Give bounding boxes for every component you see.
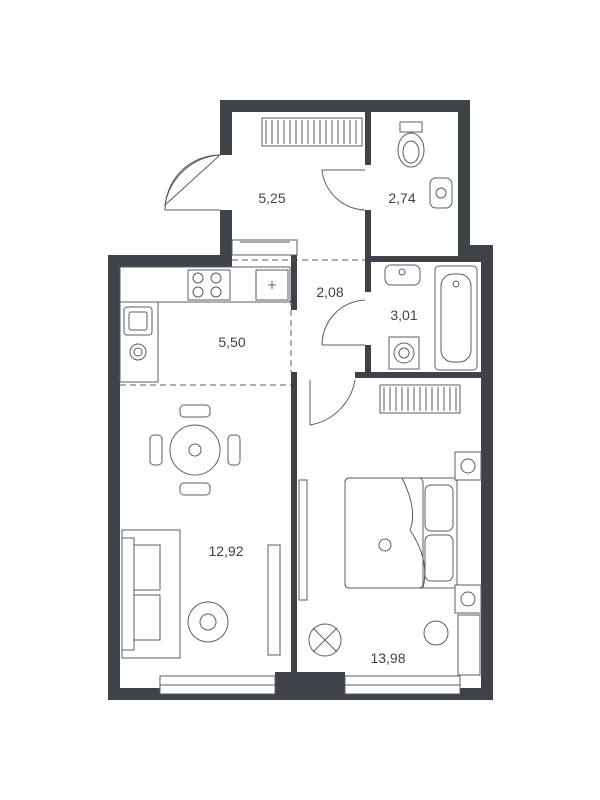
bathtub-icon xyxy=(434,265,478,371)
wardrobe-icon xyxy=(231,117,363,256)
coffee-table-icon xyxy=(187,601,229,643)
dining-table-icon xyxy=(149,404,241,496)
area-label-hall: 5,25 xyxy=(258,190,285,206)
area-label-corridor: 2,08 xyxy=(316,284,343,300)
sofa-icon xyxy=(121,529,181,659)
area-label-wc: 2,74 xyxy=(388,190,415,206)
toilet-icon xyxy=(397,121,425,168)
bed-icon xyxy=(344,477,458,589)
desk-icon xyxy=(423,614,481,676)
kitchen-counter xyxy=(119,266,291,383)
bedroom-tv-stand xyxy=(298,479,308,601)
bedroom-wardrobe xyxy=(379,384,461,414)
area-label-living: 12,92 xyxy=(208,543,243,559)
area-labels: 5,25 2,74 2,08 3,01 5,50 12,92 13,98 xyxy=(208,190,417,666)
nightstand-icon xyxy=(454,451,482,614)
fridge-icon xyxy=(255,269,289,301)
tv-stand-icon xyxy=(267,544,281,656)
kitchen-sink-icon xyxy=(123,306,153,361)
windows xyxy=(159,675,461,695)
doors xyxy=(164,154,366,426)
washing-machine-icon xyxy=(388,336,420,370)
area-label-bedroom: 13,98 xyxy=(370,650,405,666)
stove-icon xyxy=(187,269,231,301)
bathroom-sink-icon xyxy=(384,264,421,286)
plant-icon xyxy=(308,623,342,657)
area-label-kitchen: 5,50 xyxy=(218,334,245,350)
sink-icon xyxy=(429,177,453,209)
interior-walls xyxy=(275,110,483,700)
zone-dividers xyxy=(120,259,365,386)
area-label-bathroom: 3,01 xyxy=(390,307,417,323)
